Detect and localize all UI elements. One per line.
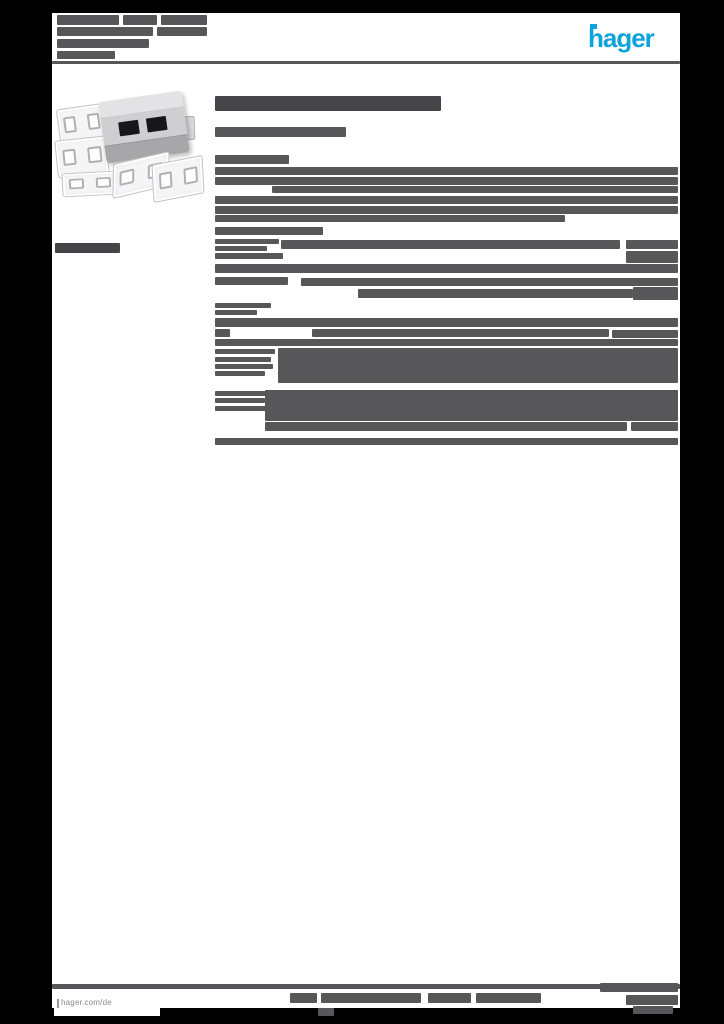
footer-right-text-bar — [633, 1006, 673, 1014]
description-line-bar — [215, 167, 678, 175]
header-address-bar — [157, 27, 207, 36]
spec-row-bar — [215, 310, 257, 315]
spec-row-bar — [215, 371, 265, 376]
spec-row-bar — [215, 246, 267, 251]
spec-value-bar — [626, 240, 678, 249]
header-address-bar — [161, 15, 207, 25]
spec-row-bar — [215, 438, 678, 445]
product-subtitle-bar — [215, 127, 346, 137]
spec-value-bar — [633, 287, 678, 300]
spec-row-bar — [215, 253, 283, 259]
footer-center-text-bar — [318, 1008, 334, 1016]
footer-center-text-bar — [321, 993, 421, 1003]
spec-row-bar — [215, 277, 288, 285]
hager-logo-text: hager — [588, 23, 655, 53]
description-line-bar — [215, 196, 678, 204]
dense-text-block — [278, 348, 678, 383]
header-rule — [52, 61, 680, 64]
spec-row-bar — [612, 330, 678, 338]
spec-row-bar — [215, 239, 279, 244]
spec-row-bar — [281, 240, 620, 249]
header-address-bar — [57, 51, 115, 59]
spec-row-bar — [265, 422, 627, 431]
footer-website-box: hager.com/de — [54, 990, 160, 1016]
spec-row-bar — [358, 289, 633, 298]
spec-row-bar — [215, 357, 271, 362]
footer-right-text-bar — [600, 983, 678, 992]
spec-row-bar — [215, 364, 273, 369]
hager-logo: hager — [588, 25, 655, 51]
footer-center-text-bar — [290, 993, 317, 1003]
footer-center-text-bar — [476, 993, 541, 1003]
spec-value-bar — [626, 251, 678, 263]
spec-row-bar — [215, 264, 678, 273]
footer-right-text-bar — [626, 995, 678, 1005]
description-line-bar — [215, 177, 678, 185]
spec-value-bar — [631, 422, 678, 431]
hager-logo-colon-mark — [590, 24, 597, 29]
description-line-bar — [272, 186, 678, 193]
header-address-bar — [57, 15, 119, 25]
spec-row-bar — [215, 303, 271, 308]
dense-text-block — [265, 390, 678, 421]
header-address-bar — [57, 27, 153, 36]
spec-row-bar — [215, 406, 273, 411]
margin-label-bar — [55, 243, 120, 253]
spec-row-bar — [215, 227, 323, 235]
footer-logo-mark-icon — [57, 998, 59, 1008]
footer-center-text-bar — [428, 993, 471, 1003]
header-address-bar — [57, 39, 149, 48]
spec-row-bar — [215, 329, 230, 337]
spec-row-bar — [312, 329, 609, 337]
spec-row-bar — [215, 349, 275, 354]
section-label-bar — [215, 155, 289, 164]
spec-row-bar — [215, 391, 271, 396]
spec-row-bar — [215, 398, 265, 403]
spec-row-bar — [215, 339, 678, 346]
description-line-bar — [215, 206, 678, 214]
description-line-bar — [215, 215, 565, 222]
spec-row-bar — [301, 278, 678, 286]
spec-row-bar — [215, 318, 678, 327]
footer-rule — [52, 984, 680, 989]
footer-website-link[interactable]: hager.com/de — [61, 998, 112, 1007]
header-address-bar — [123, 15, 157, 25]
product-title-bar — [215, 96, 441, 111]
